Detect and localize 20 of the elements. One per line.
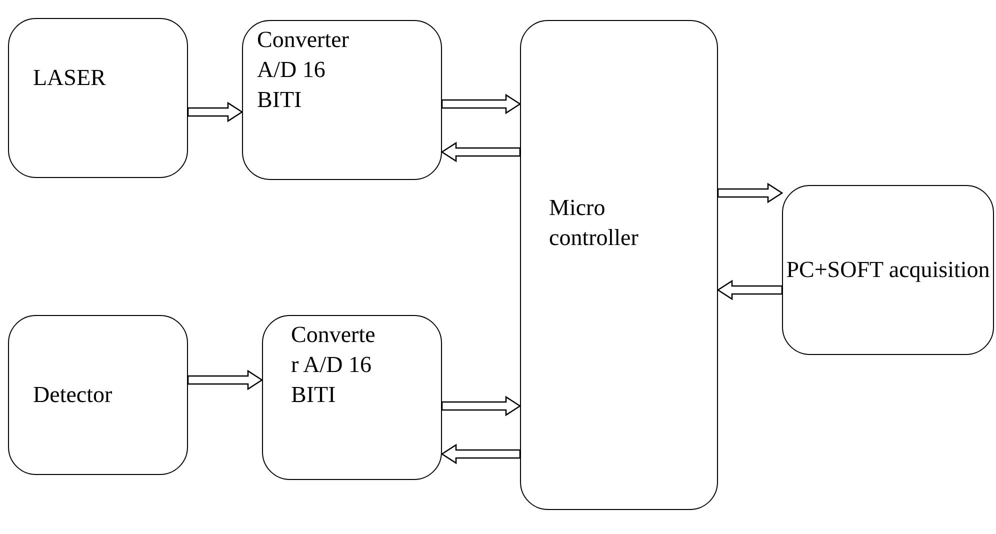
rounded-box [8, 18, 188, 178]
block-arrow [440, 142, 521, 162]
block-arrow [187, 102, 244, 122]
rounded-box [262, 315, 442, 480]
rounded-box [520, 20, 718, 510]
node-label: Micro controller [549, 194, 640, 252]
node-label: Converte r A/D 16 BITI [291, 321, 376, 409]
block-arrow [441, 396, 522, 416]
rounded-box [8, 315, 188, 475]
rounded-box [782, 185, 994, 355]
node-label: Detector [33, 381, 112, 409]
node-label: LASER [33, 64, 106, 92]
block-arrow [716, 280, 783, 300]
block-arrow [440, 444, 521, 464]
node-label: PC+SOFT acquisition [786, 256, 990, 284]
block-arrow [717, 182, 784, 204]
node-label: Converter A/D 16 BITI [257, 26, 350, 114]
block-arrow [187, 370, 264, 390]
rounded-box [242, 20, 442, 180]
block-arrow [441, 94, 522, 114]
